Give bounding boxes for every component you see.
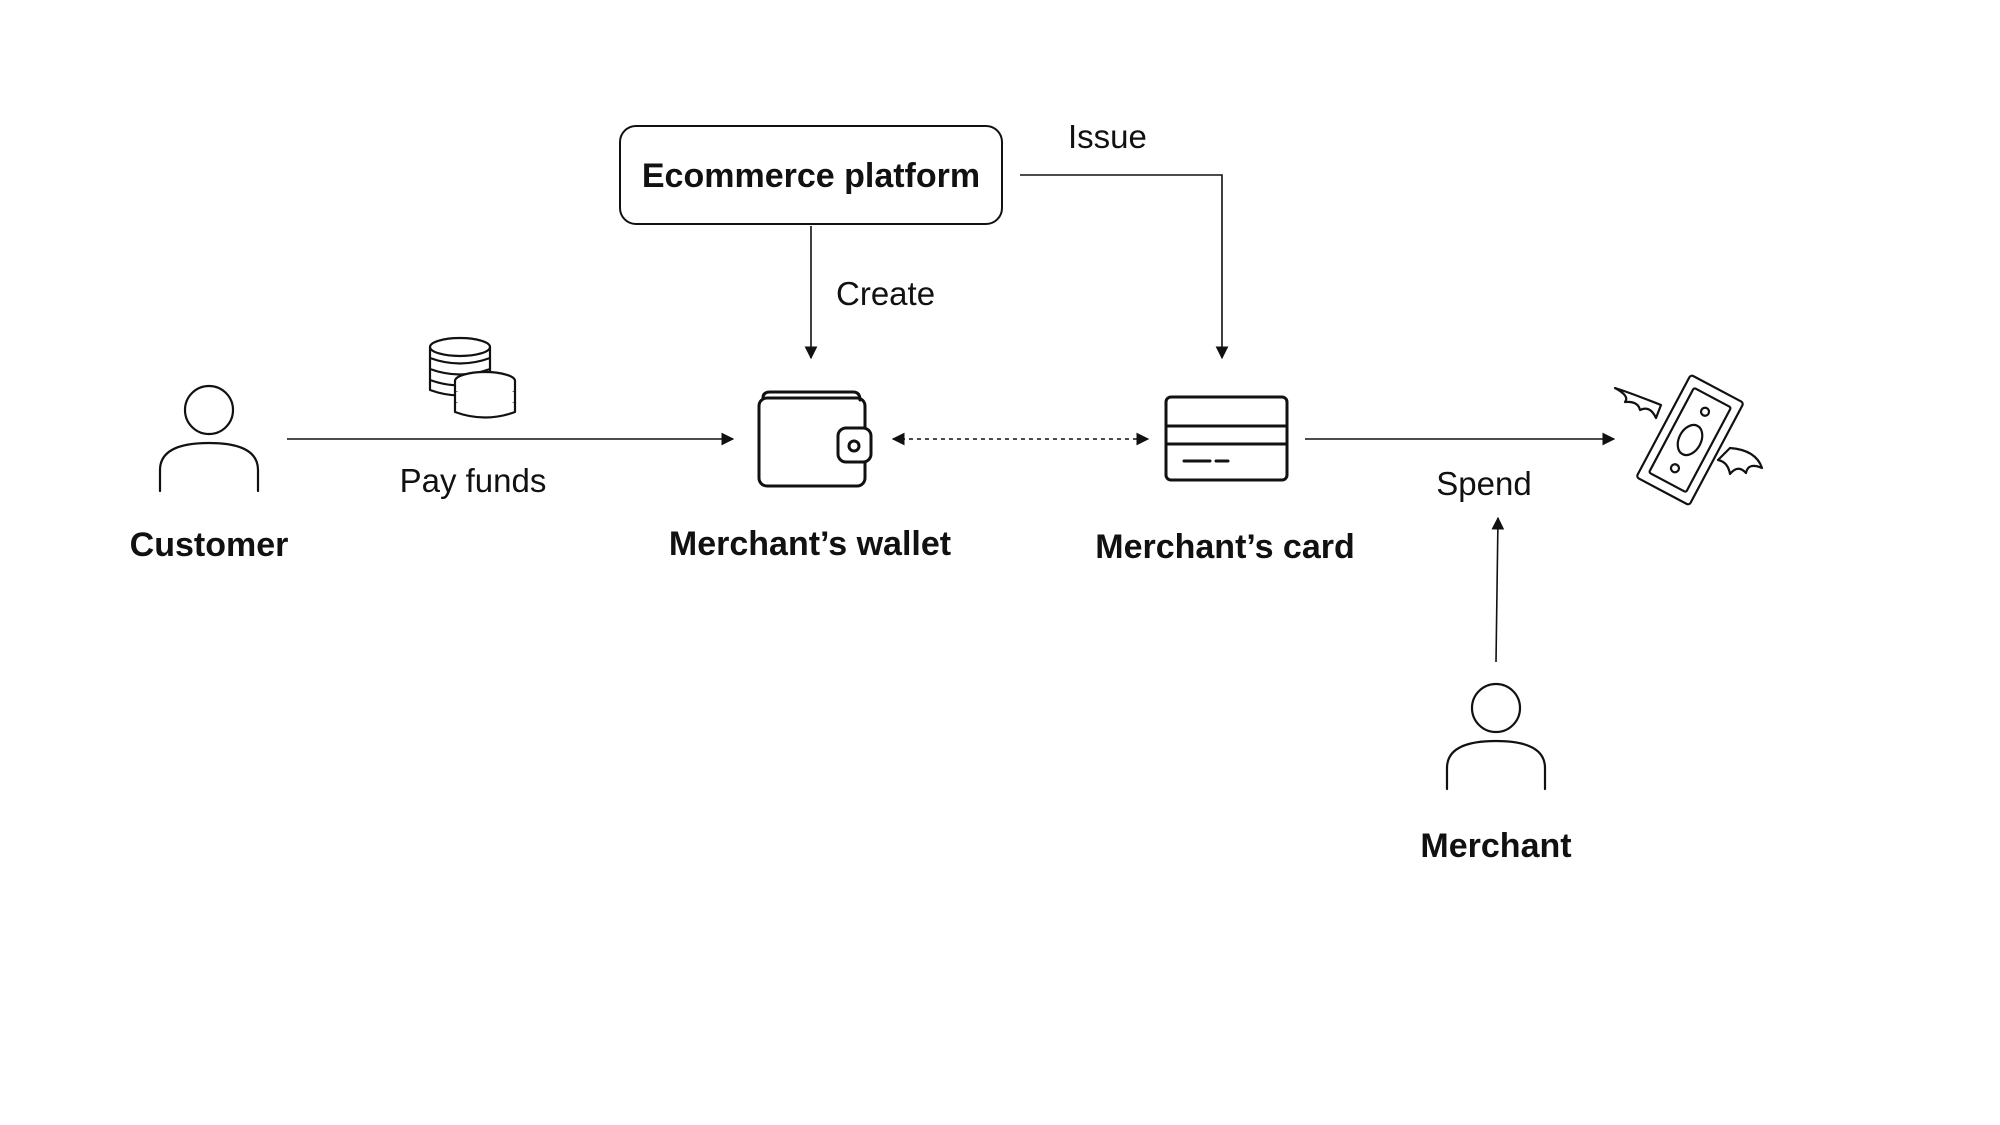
pay-funds-label: Pay funds xyxy=(400,462,547,499)
merchant-label: Merchant xyxy=(1420,827,1571,865)
platform-label: Ecommerce platform xyxy=(642,157,980,195)
card-node: Merchant’s card xyxy=(1095,395,1355,566)
platform-node: Ecommerce platform xyxy=(619,125,1003,225)
merchant-node: Merchant xyxy=(1420,682,1572,865)
card-label: Merchant’s card xyxy=(1095,528,1355,566)
credit-card-icon xyxy=(1164,395,1289,482)
wallet-label: Merchant’s wallet xyxy=(669,525,951,563)
wallet-icon xyxy=(757,390,873,488)
person-icon xyxy=(1445,682,1547,791)
customer-node: Customer xyxy=(130,384,289,564)
merchant-spend-arrow xyxy=(1491,516,1505,663)
issue-label: Issue xyxy=(1068,118,1147,155)
customer-label: Customer xyxy=(130,526,289,564)
issue-arrow xyxy=(1020,174,1229,360)
platform-box xyxy=(619,125,1003,225)
coins-icon xyxy=(428,336,517,419)
create-label: Create xyxy=(836,275,935,312)
spend-label: Spend xyxy=(1436,465,1531,502)
person-icon xyxy=(158,384,260,493)
wallet-node: Merchant’s wallet xyxy=(669,390,951,563)
flying-money-icon xyxy=(1613,374,1764,506)
